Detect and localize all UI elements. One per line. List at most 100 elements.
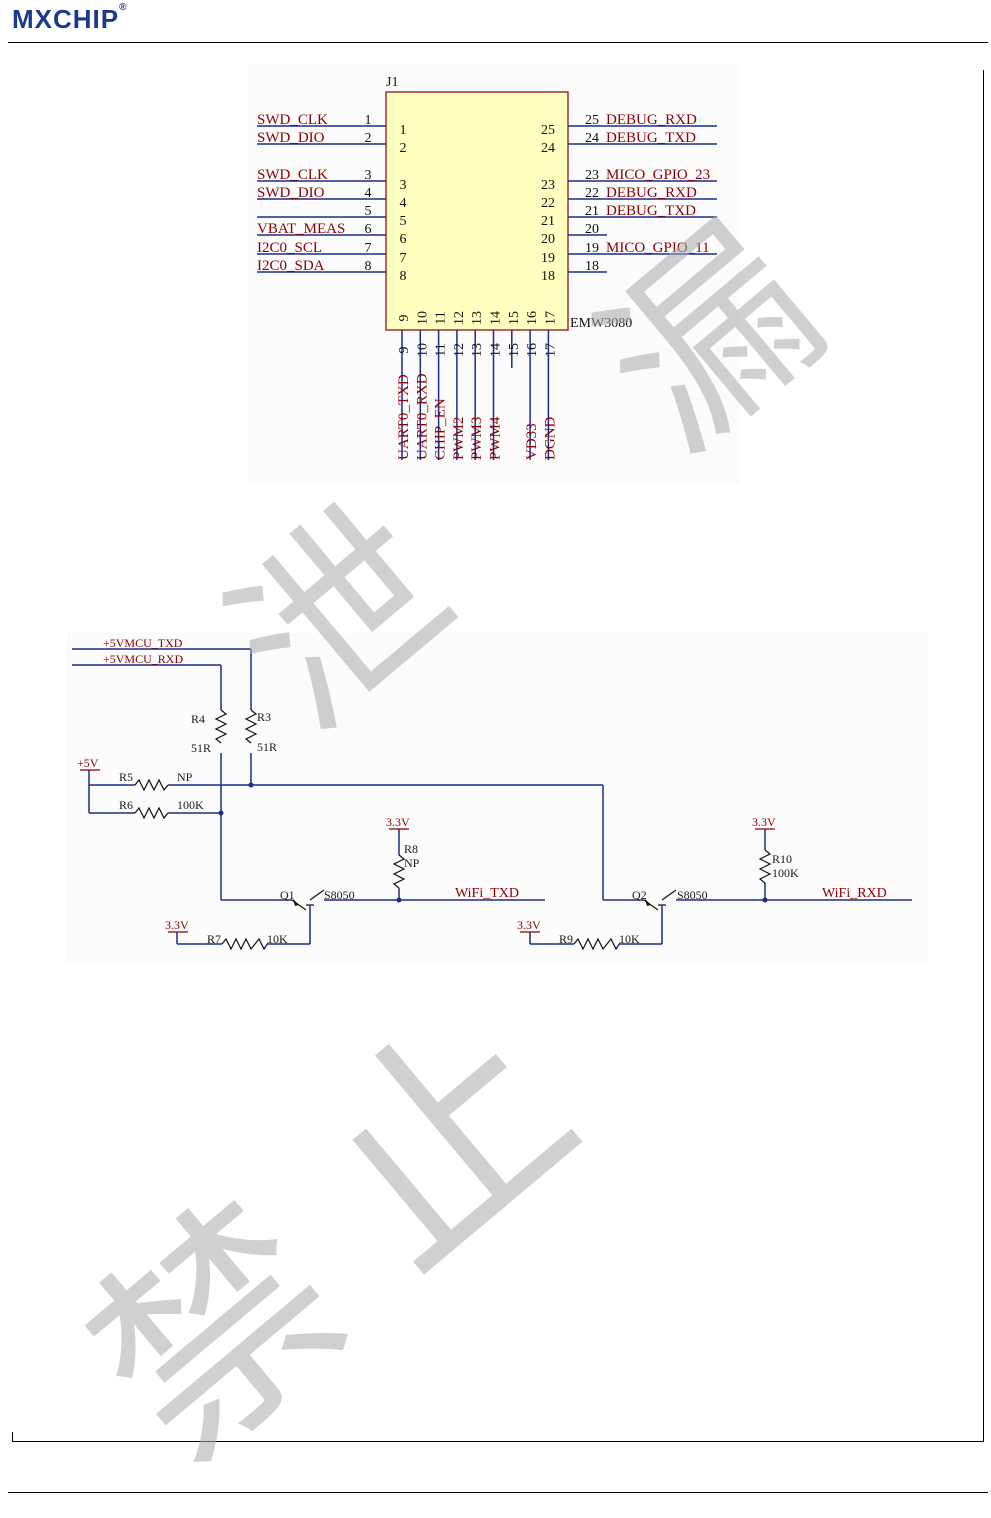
- j1-right-pin-number: 22: [585, 186, 599, 201]
- r9-supply-label: 3.3V: [517, 918, 541, 932]
- j1-bottom-net-label: PWM2: [451, 417, 467, 460]
- j1-bottom-inner-number: 17: [543, 311, 558, 325]
- j1-right-net-label: MICO_GPIO_23: [606, 167, 710, 183]
- r8-resistor: [392, 854, 406, 889]
- j1-right-net-label: DEBUG_RXD: [606, 185, 697, 201]
- r4-resistor: [214, 709, 228, 744]
- r10-val: 100K: [772, 866, 799, 880]
- r5-val: NP: [177, 770, 193, 784]
- j1-bottom-inner-number: 13: [470, 311, 485, 325]
- j1-left-inner-number: 7: [400, 251, 407, 266]
- j1-ref: J1: [386, 75, 398, 90]
- q1-val: S8050: [324, 888, 355, 902]
- r7-ref: R7: [207, 932, 221, 946]
- r5-ref: R5: [119, 770, 133, 784]
- j1-right-inner-number: 25: [541, 123, 555, 138]
- j1-bottom-pin-number: 15: [507, 343, 522, 357]
- j1-bottom-pin-number: 11: [434, 343, 449, 356]
- j1-bottom-inner-number: 9: [397, 315, 412, 322]
- j1-left-pin-number: 8: [365, 259, 372, 274]
- j1-right-pin-number: 20: [585, 222, 599, 237]
- j1-right-pin-number: 25: [585, 113, 599, 128]
- p5v-label: +5V: [77, 756, 99, 770]
- j1-left-pin-number: 5: [365, 204, 372, 219]
- j1-bottom-pin-number: 10: [415, 343, 430, 357]
- r8-val: NP: [404, 856, 420, 870]
- j1-bottom-inner-number: 10: [415, 311, 430, 325]
- mxchip-logo: MXCHIP®: [12, 2, 128, 35]
- j1-left-net-label: SWD_CLK: [257, 167, 328, 183]
- r6-resistor: [134, 806, 169, 820]
- j1-left-inner-number: 3: [400, 178, 407, 193]
- r3-ref: R3: [257, 710, 271, 724]
- header-rule: [8, 42, 988, 43]
- j1-right-pin-number: 23: [585, 168, 599, 183]
- j1-left-inner-number: 2: [400, 141, 407, 156]
- r5-resistor: [134, 778, 169, 792]
- j1-bottom-net-label: UART0_TXD: [396, 374, 412, 460]
- j1-left-inner-number: 6: [400, 232, 407, 247]
- j1-body: [385, 91, 569, 331]
- r4-ref: R4: [191, 712, 205, 726]
- j1-bottom-pin-number: 12: [452, 343, 467, 357]
- j1-left-pin-number: 6: [365, 222, 372, 237]
- junction-r10: [762, 897, 768, 903]
- q2-ref: Q2: [632, 888, 647, 902]
- module-schematic: J1 EMW3080 11SWD_CLK22SWD_DIO33SWD_CLK44…: [248, 64, 740, 484]
- r10-supply-label: 3.3V: [752, 815, 776, 829]
- j1-right-pin-number: 24: [585, 131, 599, 146]
- j1-part: EMW3080: [570, 316, 632, 331]
- j1-bottom-net-label: DGND: [542, 417, 558, 460]
- j1-right-net-label: DEBUG_RXD: [606, 112, 697, 128]
- j1-bottom-pin-number: 9: [397, 347, 412, 354]
- j1-right-inner-number: 19: [541, 251, 555, 266]
- j1-bottom-pin-number: 14: [489, 343, 504, 357]
- junction-r8: [396, 897, 402, 903]
- j1-right-inner-number: 18: [541, 269, 555, 284]
- j1-right-inner-number: 23: [541, 178, 555, 193]
- j1-right-pin-number: 21: [585, 204, 599, 219]
- junction-r3: [248, 782, 254, 788]
- j1-right-inner-number: 21: [541, 214, 555, 229]
- footer-rule: [8, 1492, 988, 1493]
- j1-left-net-label: VBAT_MEAS: [257, 221, 345, 237]
- j1-bottom-net-label: VD33: [524, 423, 540, 460]
- j1-left-inner-number: 8: [400, 269, 407, 284]
- j1-bottom-net-label: PWM4: [488, 416, 504, 460]
- q1-ref: Q1: [280, 888, 295, 902]
- level-shifter-schematic: +5VMCU_TXD +5VMCU_RXD R4 51R R3 51R +5V …: [66, 633, 927, 963]
- r3-val: 51R: [257, 740, 277, 754]
- r6-val: 100K: [177, 798, 204, 812]
- j1-bottom-inner-number: 16: [525, 311, 540, 325]
- j1-left-pin-number: 4: [365, 186, 372, 201]
- logo-text: MXCHIP: [12, 4, 120, 34]
- junction-r4: [218, 810, 224, 816]
- j1-left-pin-number: 2: [365, 131, 372, 146]
- j1-left-pin-number: 7: [365, 241, 372, 256]
- registered-mark: ®: [119, 2, 128, 13]
- j1-right-net-label: DEBUG_TXD: [606, 203, 696, 219]
- j1-right-net-label: MICO_GPIO_11: [606, 240, 710, 256]
- q2-arrow: [645, 899, 651, 906]
- j1-left-net-label: I2C0_SCL: [257, 240, 322, 256]
- r4-val: 51R: [191, 741, 211, 755]
- r7-val: 10K: [267, 932, 288, 946]
- j1-left-inner-number: 5: [400, 214, 407, 229]
- frame-right: [983, 70, 984, 1442]
- wifi-txd-label: WiFi_TXD: [455, 886, 519, 901]
- j1-right-inner-number: 20: [541, 232, 555, 247]
- frame-left-tick: [12, 1432, 13, 1442]
- j1-left-net-label: I2C0_SDA: [257, 258, 325, 274]
- j1-left-net-label: SWD_CLK: [257, 112, 328, 128]
- j1-left-pin-number: 3: [365, 168, 372, 183]
- j1-bottom-inner-number: 12: [452, 311, 467, 325]
- j1-bottom-pin-number: 13: [470, 343, 485, 357]
- q1-arrow: [293, 899, 299, 906]
- j1-bottom-inner-number: 11: [434, 311, 449, 324]
- r8-ref: R8: [404, 842, 418, 856]
- shifter-sheet: [66, 633, 927, 963]
- r7-supply-label: 3.3V: [165, 918, 189, 932]
- j1-left-pin-number: 1: [365, 113, 372, 128]
- r9-val: 10K: [619, 932, 640, 946]
- r10-ref: R10: [772, 852, 792, 866]
